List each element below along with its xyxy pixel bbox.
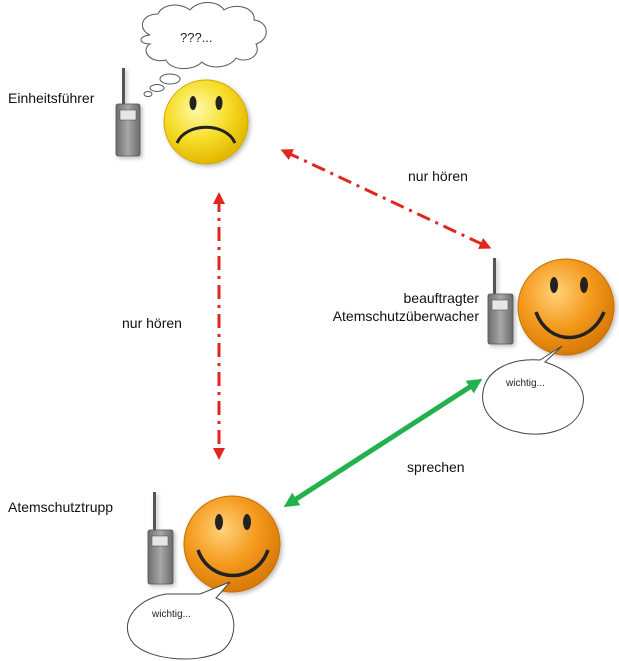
walkie-talkie-icon [115,68,141,157]
troop-monitor-link-label: sprechen [407,459,465,475]
leader-label: Einheitsführer [8,90,95,106]
leader-troop-link-label: nur hören [122,315,182,331]
leader-monitor-link-label: nur hören [408,168,468,184]
walkie-talkie-icon [147,492,174,585]
leader-thought-cloud [140,2,267,97]
happy-face-icon [517,258,615,356]
troop-label: Atemschutztrupp [8,499,114,515]
troop-speech-text: wichtig... [152,609,191,620]
monitor-label-line1: beauftragter [403,290,480,306]
leader-monitor-listen-arrow [280,149,492,249]
troop-monitor-speak-arrow [283,378,483,508]
monitor-speech-bubble [482,345,584,435]
walkie-talkie-icon [487,258,514,345]
troop-speech-bubble [126,581,235,660]
monitor-speech-text: wichtig... [506,378,545,389]
monitor-label-line2: Atemschutzüberwacher [332,308,479,324]
leader-thought-text: ???... [180,30,213,45]
happy-face-icon [183,495,281,593]
sad-face-icon [163,79,249,165]
